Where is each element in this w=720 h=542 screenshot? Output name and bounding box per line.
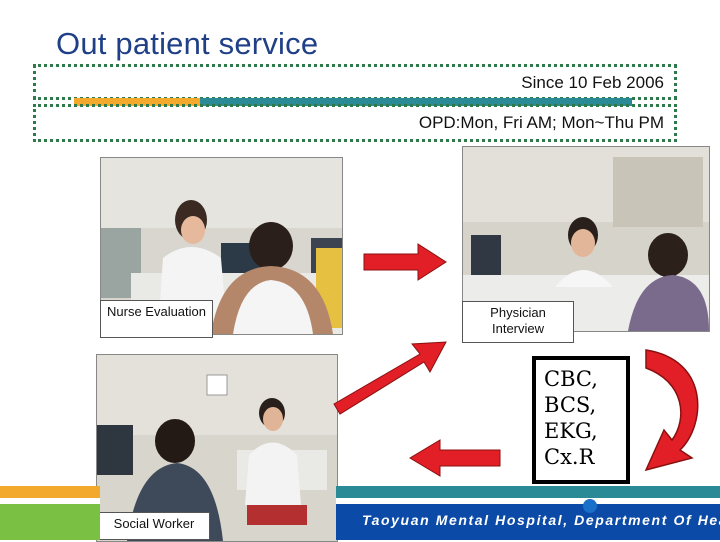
- nurse-evaluation-label: Nurse Evaluation: [100, 300, 213, 338]
- opd-hours-text: OPD:Mon, Fri AM; Mon~Thu PM: [418, 113, 664, 132]
- hospital-logo-icon: [583, 499, 597, 513]
- arrow-left-icon: [409, 439, 501, 477]
- opd-hours-box: OPD:Mon, Fri AM; Mon~Thu PM: [33, 104, 677, 142]
- lab-test-ekg: EKG,: [544, 419, 598, 443]
- lab-test-cbc: CBC,: [544, 367, 598, 391]
- physician-interview-photo: [462, 146, 710, 332]
- lab-test-bcs: BCS,: [544, 393, 597, 417]
- slide-title: Out patient service: [56, 26, 319, 61]
- social-worker-label: Social Worker: [98, 512, 210, 540]
- decor-stripe-orange: [74, 98, 200, 106]
- lab-tests-box: CBC, BCS, EKG, Cx.R: [532, 356, 630, 484]
- arrow-right-icon: [363, 243, 447, 281]
- footer-text: Taoyuan Mental Hospital, Department Of H…: [362, 512, 720, 528]
- physician-interview-label: Physician Interview: [462, 301, 574, 343]
- footer-band: [0, 486, 720, 540]
- decor-stripe-teal: [200, 98, 632, 106]
- since-text: Since 10 Feb 2006: [521, 73, 664, 92]
- lab-test-cxr: Cx.R: [544, 445, 595, 469]
- curved-arrow-icon: [644, 349, 699, 472]
- arrow-diagonal-icon: [333, 341, 447, 415]
- nurse-evaluation-photo: [100, 157, 343, 335]
